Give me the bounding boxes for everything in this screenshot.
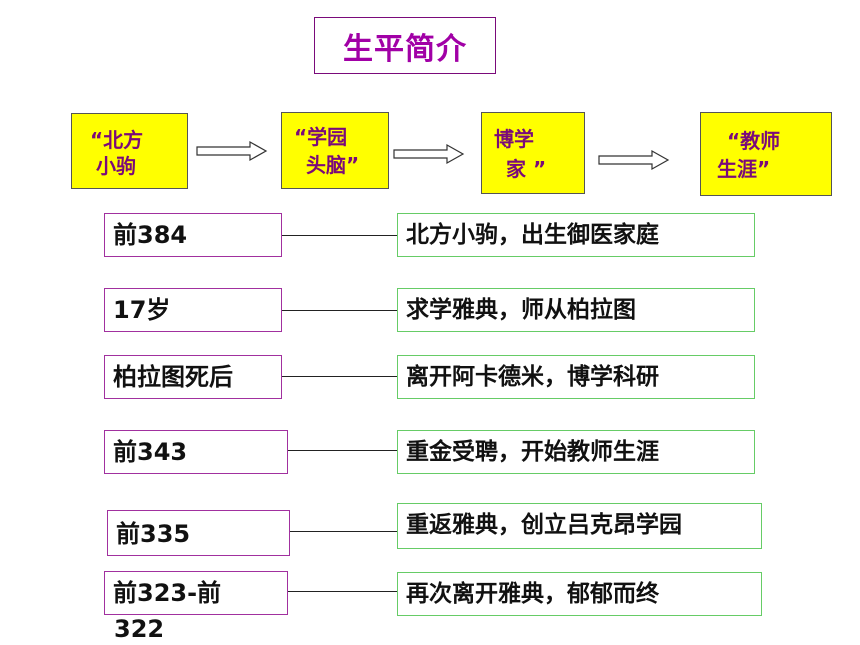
timeline-event-box: 离开阿卡德米，博学科研	[397, 355, 755, 399]
timeline-event-box: 重金受聘，开始教师生涯	[397, 430, 755, 474]
timeline-event-box: 重返雅典，创立吕克昂学园	[397, 503, 762, 549]
timeline-event: 离开阿卡德米，博学科研	[406, 364, 659, 390]
stage-label-line2: 小驹	[96, 154, 136, 178]
stage-label-line2: 头脑”	[306, 153, 360, 177]
stage-label-line2: 家 ”	[506, 157, 547, 181]
arrow-right-icon	[598, 149, 670, 171]
stage-box-polymath: 博学 家 ”	[481, 112, 585, 194]
stage-box-teacher-career: “教师 生涯”	[700, 112, 832, 196]
timeline-time: 前335	[116, 520, 191, 548]
stage-box-north-colt: “北方 小驹	[71, 113, 188, 189]
stage-label-line1: “学园	[294, 125, 348, 149]
timeline-event-box: 北方小驹，出生御医家庭	[397, 213, 755, 257]
timeline-time-box: 17岁	[104, 288, 282, 332]
timeline-time-box: 前384	[104, 213, 282, 257]
stage-label-line1: “北方	[90, 128, 144, 152]
timeline-time: 17岁	[113, 296, 171, 324]
timeline-connector	[282, 235, 398, 236]
timeline-event: 求学雅典，师从柏拉图	[406, 297, 636, 323]
stage-box-academy-brain: “学园 头脑”	[281, 112, 389, 189]
stage-label-line1: “教师	[727, 129, 781, 153]
timeline-time-box: 前343	[104, 430, 288, 474]
page-title: 生平简介	[314, 17, 496, 74]
timeline-connector	[288, 450, 398, 451]
arrow-right-icon	[196, 140, 268, 162]
timeline-event: 再次离开雅典，郁郁而终	[406, 581, 659, 607]
timeline-event-box: 再次离开雅典，郁郁而终	[397, 572, 762, 616]
timeline-event: 北方小驹，出生御医家庭	[406, 222, 659, 248]
timeline-time-overflow: 322	[114, 615, 165, 643]
timeline-time-box: 柏拉图死后	[104, 355, 282, 399]
timeline-time: 前323-前	[113, 579, 222, 607]
timeline-time: 前343	[113, 438, 188, 466]
timeline-connector	[290, 531, 398, 532]
stage-label-line2: 生涯”	[717, 157, 771, 181]
timeline-event: 重金受聘，开始教师生涯	[406, 439, 659, 465]
timeline-time: 柏拉图死后	[113, 363, 233, 391]
arrow-right-icon	[393, 143, 465, 165]
timeline-time-box: 前335	[107, 510, 290, 556]
stage-label-line1: 博学	[494, 127, 534, 151]
timeline-event-box: 求学雅典，师从柏拉图	[397, 288, 755, 332]
timeline-time: 前384	[113, 221, 188, 249]
timeline-connector	[282, 376, 398, 377]
timeline-event: 重返雅典，创立吕克昂学园	[406, 512, 682, 538]
timeline-connector	[288, 591, 398, 592]
timeline-connector	[282, 310, 398, 311]
timeline-time-box: 前323-前	[104, 571, 288, 615]
